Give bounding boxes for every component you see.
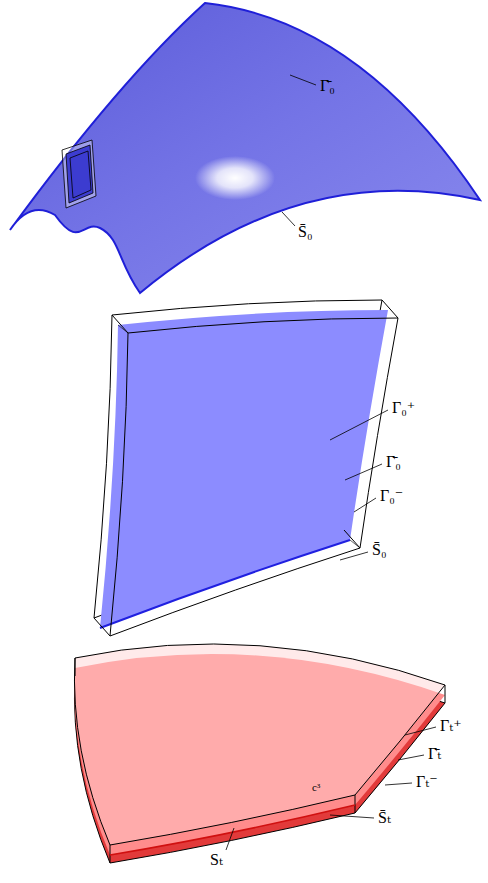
deformed-shell [74,644,445,863]
part-label: Γ₀⁻ [380,486,403,506]
part-label: Γ₀⁺ [392,398,415,418]
part-label: S̄₀ [372,540,386,560]
part-label: c³ [312,781,320,794]
part-label: Γₜ⁺ [440,716,462,736]
part-label: Γₜ⁻ [416,772,438,792]
part-label: S̄₀ [298,222,312,242]
part-label: Γ̄₀ [320,76,335,96]
shell-piece [94,300,398,636]
part-label: Γ̄₀ [386,452,401,472]
part-label: Sₜ [210,850,223,870]
part-label: Γ̄ₜ [428,744,441,764]
part-label: S̄ₜ [378,808,391,828]
leader-lines [226,75,436,850]
reference-surface [10,3,480,293]
